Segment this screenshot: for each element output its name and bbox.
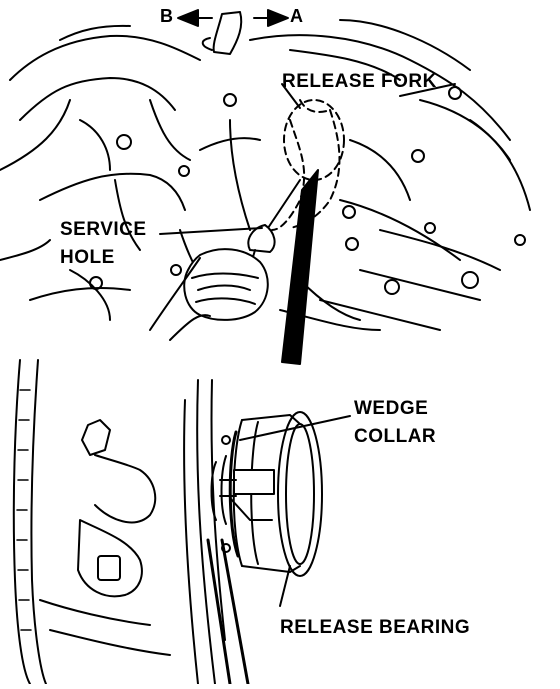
release-bearing-leader [279,565,291,607]
wedge-collar-label-line2: COLLAR [354,426,437,447]
release-bearing [210,411,323,577]
bolt-holes [89,86,526,295]
bottom-illustration [12,359,351,686]
release-fork-leader [281,83,301,109]
direction-b-label: B [160,6,173,26]
direction-a-label: A [290,6,303,26]
service-hole-label-line1: SERVICE [60,219,147,240]
wedge-collar [228,430,240,558]
wedge-collar-label-line1: WEDGE [354,398,429,419]
direction-arrows [177,9,289,27]
screwdriver [149,169,319,365]
release-fork-label: RELEASE FORK [282,71,437,92]
service-hole-label-line2: HOLE [60,247,115,268]
housing-ticks [16,389,32,631]
service-hole-leader [159,227,263,235]
wedge-collar-leader [239,415,351,441]
top-illustration [0,9,531,365]
release-bearing-label: RELEASE BEARING [280,617,471,638]
